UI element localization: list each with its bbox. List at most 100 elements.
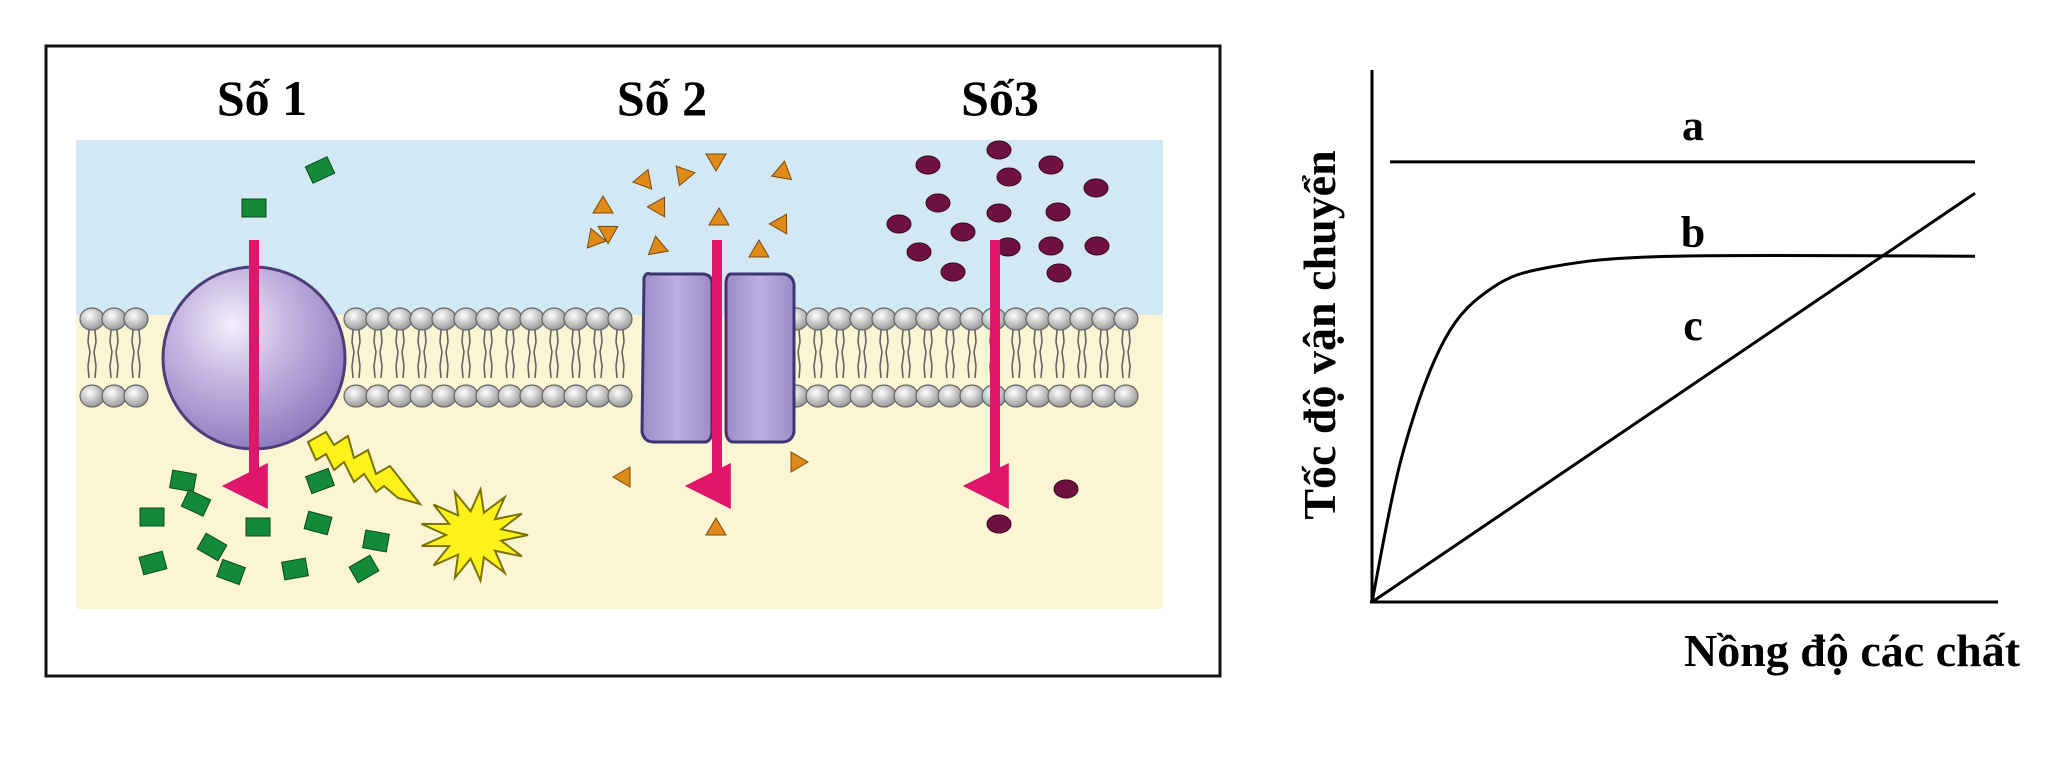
channel-protein-left <box>640 272 714 444</box>
square-molecule <box>196 532 228 562</box>
square-molecule <box>180 489 212 517</box>
lipid-head <box>453 384 479 408</box>
dot-molecule <box>1084 236 1110 256</box>
lipid-tail <box>439 329 443 379</box>
lipid-head <box>563 384 589 408</box>
square-molecule <box>138 550 168 576</box>
lipid-tail <box>879 329 883 379</box>
lipid-tail <box>373 329 377 379</box>
lipid-head <box>409 384 435 408</box>
curve-label-c: c <box>1683 301 1703 350</box>
lipid-tail <box>1077 329 1081 379</box>
lipid-tail <box>1055 329 1059 379</box>
square-molecule <box>281 557 309 581</box>
lipid-head <box>607 307 633 331</box>
dot-molecule <box>1038 236 1064 256</box>
lipid-head <box>959 307 985 331</box>
lipid-head <box>387 307 413 331</box>
lipid-head <box>541 384 567 408</box>
lipid-tail <box>1083 329 1087 379</box>
lipid-head <box>101 384 127 408</box>
lipid-tail <box>357 329 361 379</box>
dot-molecule <box>1083 178 1109 198</box>
dot-molecule <box>986 514 1012 534</box>
lipid-head <box>1113 307 1139 331</box>
lipid-tail <box>973 329 977 379</box>
lipid-head <box>475 384 501 408</box>
lipid-head <box>101 307 127 331</box>
lipid-tail <box>797 329 801 379</box>
lipid-head <box>1047 307 1073 331</box>
lipid-head <box>849 384 875 408</box>
lipid-tail <box>1011 329 1015 379</box>
lipid-tail <box>923 329 927 379</box>
dot-molecule <box>925 193 951 213</box>
triangle-molecule <box>586 227 608 249</box>
membrane-panel: Số 1 Số 2 Số3 <box>44 44 1222 678</box>
lipid-tail <box>571 329 575 379</box>
square-molecule <box>169 469 197 493</box>
label-so-3: Số3 <box>961 70 1039 126</box>
lipid-tail <box>1105 329 1109 379</box>
lipid-tail <box>423 329 427 379</box>
energy-burst-icon <box>421 485 529 585</box>
lipid-tail <box>819 329 823 379</box>
dot-molecule <box>915 155 941 175</box>
y-axis-label: Tốc độ vận chuyển <box>1294 150 1345 519</box>
square-molecule <box>305 467 335 495</box>
lipid-head <box>519 384 545 408</box>
triangle-molecule <box>597 225 619 245</box>
channel-protein-right <box>724 272 796 444</box>
lipid-tail <box>351 329 355 379</box>
square-molecule <box>304 156 336 184</box>
lipid-tail <box>109 329 113 379</box>
lipid-tail <box>527 329 531 379</box>
x-axis-label: Nồng độ các chất <box>1684 625 2021 676</box>
lipid-head <box>519 307 545 331</box>
lipid-tail <box>401 329 405 379</box>
lipid-head <box>827 307 853 331</box>
lipid-tail <box>461 329 465 379</box>
lipid-head <box>585 384 611 408</box>
lipid-tail <box>967 329 971 379</box>
lipid-head <box>497 307 523 331</box>
lipid-tail <box>483 329 487 379</box>
lipid-head <box>915 307 941 331</box>
lipid-head <box>431 384 457 408</box>
triangle-molecule <box>612 466 631 488</box>
lipid-tail <box>93 329 97 379</box>
dot-molecule <box>996 167 1022 187</box>
dot-molecule <box>1045 202 1071 222</box>
lipid-head <box>1003 307 1029 331</box>
lipid-tail <box>857 329 861 379</box>
lipid-tail <box>131 329 135 379</box>
lipid-tail <box>621 329 625 379</box>
lipid-tail <box>945 329 949 379</box>
triangle-molecule <box>790 451 809 473</box>
transport-3-simple-diffusion <box>886 140 1110 534</box>
lipid-head <box>563 307 589 331</box>
triangle-molecule <box>592 195 614 214</box>
triangle-molecule <box>748 239 770 258</box>
lipid-head <box>1069 307 1095 331</box>
lipid-tail <box>395 329 399 379</box>
triangle-molecule <box>708 207 730 226</box>
lipid-head <box>871 384 897 408</box>
lipid-tail <box>467 329 471 379</box>
lipid-head <box>1047 384 1073 408</box>
lipid-head <box>541 307 567 331</box>
lipid-head <box>805 307 831 331</box>
triangle-molecules <box>586 153 809 536</box>
lipid-tail <box>533 329 537 379</box>
lipid-tail <box>1061 329 1065 379</box>
lipid-tail <box>901 329 905 379</box>
lipid-head <box>387 384 413 408</box>
triangle-molecule <box>768 213 788 235</box>
square-molecule <box>216 558 246 586</box>
transport-rate-chart: a b c Tốc độ vận chuyển Nồng độ các chất <box>1294 70 2021 676</box>
curve-label-a: a <box>1682 101 1704 150</box>
lipid-head <box>79 384 105 408</box>
lipid-head <box>915 384 941 408</box>
lipid-head <box>453 307 479 331</box>
lipid-head <box>1113 384 1139 408</box>
